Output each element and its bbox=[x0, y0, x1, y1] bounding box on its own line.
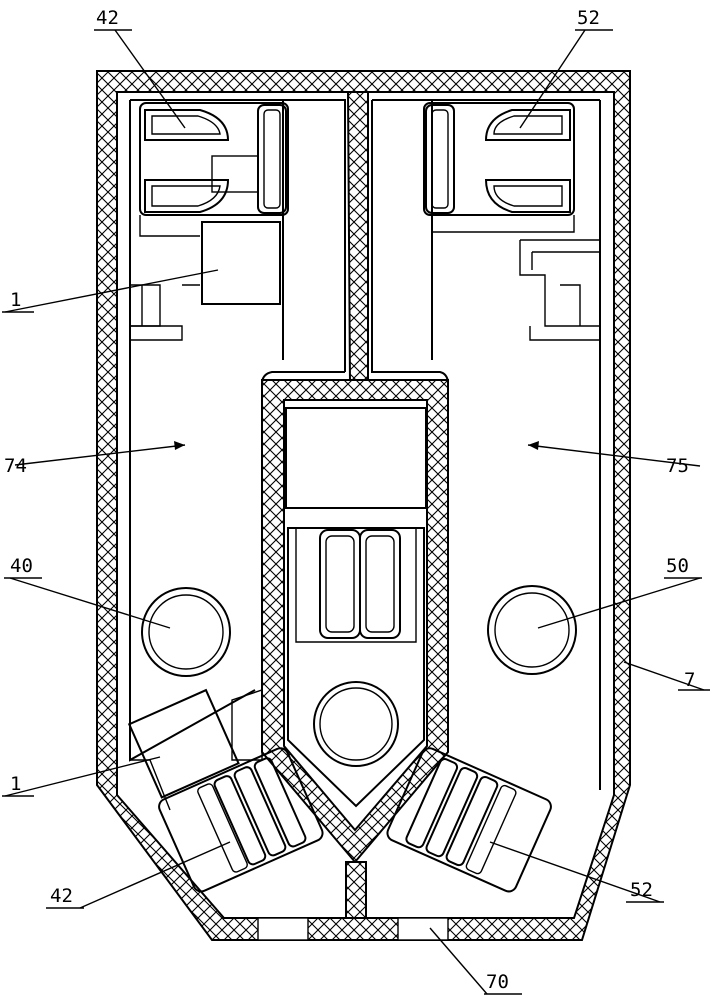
port-50 bbox=[487, 585, 577, 675]
label-42-top: 42 bbox=[96, 7, 119, 29]
label-75: 75 bbox=[666, 455, 689, 477]
label-40: 40 bbox=[10, 555, 33, 577]
label-7: 7 bbox=[684, 669, 695, 691]
part-1-lower bbox=[127, 688, 240, 799]
label-52-top: 52 bbox=[577, 7, 600, 29]
funnel-inner bbox=[287, 527, 425, 808]
center-partition bbox=[346, 91, 369, 385]
funnel-top-box bbox=[285, 407, 427, 509]
housing-wall-7 bbox=[96, 70, 631, 941]
central-funnel-wall bbox=[261, 379, 449, 864]
connector-42-upper bbox=[139, 102, 289, 237]
connector-52-upper bbox=[423, 102, 575, 233]
label-42-bottom: 42 bbox=[50, 885, 73, 907]
central-port bbox=[313, 681, 399, 767]
part-1-upper bbox=[130, 221, 281, 341]
base-70 bbox=[257, 917, 449, 941]
label-52-bottom: 52 bbox=[630, 879, 653, 901]
label-1-lower: 1 bbox=[10, 773, 21, 795]
connector-42-lower bbox=[158, 747, 324, 893]
port-40 bbox=[141, 587, 231, 677]
lower-partition bbox=[345, 861, 367, 919]
label-50: 50 bbox=[666, 555, 689, 577]
right-bracket bbox=[519, 239, 600, 341]
leader-lines bbox=[4, 29, 705, 995]
central-connector bbox=[319, 529, 401, 639]
label-1-upper: 1 bbox=[10, 289, 21, 311]
connector-52-lower bbox=[386, 747, 552, 893]
label-70: 70 bbox=[486, 971, 509, 993]
labels: 42 52 1 74 75 40 50 7 1 42 52 70 bbox=[2, 7, 710, 995]
chamber-75-outline bbox=[371, 99, 601, 790]
label-74: 74 bbox=[4, 455, 27, 477]
